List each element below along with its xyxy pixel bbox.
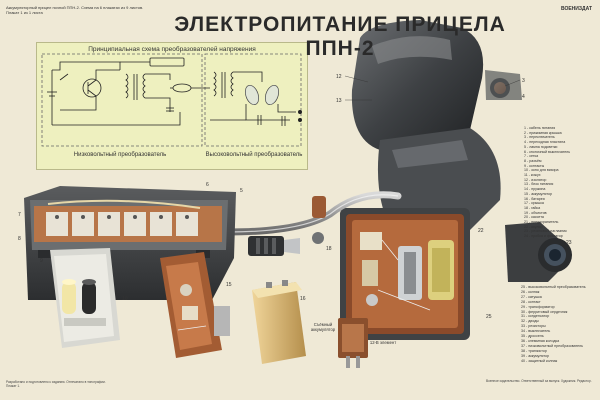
callout-number: 15 (226, 282, 232, 288)
legend-item: 1 - кабель питания (524, 126, 556, 130)
legend-item: 36 - клеммная колодка (521, 338, 560, 343)
legend-item: 28 - контакт (521, 299, 541, 304)
legend-item: 7 - сетка (524, 154, 539, 159)
callout-number: 8 (18, 236, 21, 242)
legend-item: 4 - переходная пластина (524, 140, 566, 145)
page-title: ЭЛЕКТРОПИТАНИЕ ПРИЦЕЛА ППН-2 (174, 13, 506, 60)
callout-number: 12 (336, 74, 342, 80)
callout-number: 23 (566, 240, 572, 246)
connector-socket (312, 196, 326, 218)
legend-item: 35 - дроссель (521, 334, 544, 339)
legend-item: 38 - транзистор (521, 348, 547, 353)
callout-number: 3 (522, 78, 525, 84)
callout-number: 7 (18, 212, 21, 218)
battery-cell (252, 280, 306, 364)
legend-item: 17 - крышка (524, 201, 544, 206)
legend-item: 6 - кнопочный выключатель (524, 149, 571, 154)
legend-item: 15 - аккумулятор (524, 191, 553, 196)
legend-item: 24 - пробка и фиксатор (524, 234, 563, 239)
legend-item: 37 - низковольтный преобразователь (521, 343, 583, 348)
legend-item: 8 - разъём (524, 158, 542, 163)
callout-labels: 12 13 3 4 5 6 7 8 9 10 15 16 18 22 23 25 (18, 74, 572, 320)
accumulator-holder (50, 248, 120, 348)
callout-number: 18 (326, 246, 332, 252)
callout-number: 9 (40, 258, 43, 264)
legend-item: 29 - трансформатор (521, 304, 555, 309)
legend-item: 31 - конденсатор (521, 314, 550, 319)
callout-number: 10 (122, 296, 128, 302)
circuit-schematic (41, 53, 302, 147)
footer-right: Военное издательство. Ответственный за в… (486, 379, 592, 383)
footer-left: Разработано и подготовлено к изданию. От… (6, 380, 106, 388)
legend-item: 22 - окуляр (524, 224, 543, 229)
legend-item: 2 - прижимная крышка (524, 130, 562, 135)
legend-item: 33 - резисторы (521, 324, 546, 329)
high-voltage-label: Высоковольтный преобразователь (205, 152, 303, 158)
legend-item: 27 - катушка (521, 294, 542, 299)
legend-item: 14 - пружина (524, 187, 546, 192)
callout-number: 22 (478, 228, 484, 234)
legend-item: 13 - блок питания (524, 182, 554, 187)
legend-item: 5 - лампа подсветки (524, 144, 558, 149)
legend-item: 19 - объектив (524, 210, 547, 215)
caption-accum-b: 12-В элемент (369, 340, 397, 345)
legend-item: 10 - окно для визира (524, 168, 559, 173)
night-sight-body (340, 20, 572, 340)
caption-accum-a: Съёмный аккумулятор (310, 322, 336, 332)
legend-item: 20 - кассета (524, 215, 544, 220)
legend-item: 18 - гайка (524, 205, 541, 210)
callout-number: 6 (206, 182, 209, 188)
legend-item: 39 - аккумулятор (521, 353, 550, 358)
legend-item: 11 - кожух (524, 173, 541, 178)
legend-item: 34 - выключатель (521, 329, 551, 334)
legend-item: 32 - диоды (521, 319, 539, 324)
callout-number: 16 (300, 296, 306, 302)
voltage-regulator-block (338, 318, 368, 368)
legend-item: 23 - резиновый наглазник (524, 229, 567, 234)
callout-number: 4 (522, 94, 525, 100)
legend-item: 16 - батарея (524, 196, 545, 201)
legend-item: 25 - высоковольтный преобразователь (521, 285, 586, 289)
legend-item: 3 - переключатель (524, 135, 555, 140)
publisher-stamp: ВОЕНИЗДАТ (560, 6, 592, 12)
legend-item: 30 - ферритовый сердечник (521, 309, 568, 314)
control-knob (312, 232, 324, 244)
low-voltage-converter-open (160, 252, 230, 358)
header-note: Аккумуляторный прицел ночной ППН-2. Схем… (6, 5, 144, 15)
legend-item: 12 - изолятор (524, 177, 547, 182)
callout-number: 25 (486, 314, 492, 320)
legend-item: 40 - защитный колпак (521, 358, 558, 363)
legend-item: 9 - контакты (524, 163, 545, 168)
low-voltage-label: Низковольтный преобразователь (73, 152, 167, 158)
callout-number: 5 (240, 188, 243, 194)
legend-item: 21 - предохранитель (524, 220, 559, 225)
legend-item: 26 - колпак (521, 289, 540, 294)
callout-number: 13 (336, 98, 342, 104)
cable-connector (248, 236, 300, 256)
